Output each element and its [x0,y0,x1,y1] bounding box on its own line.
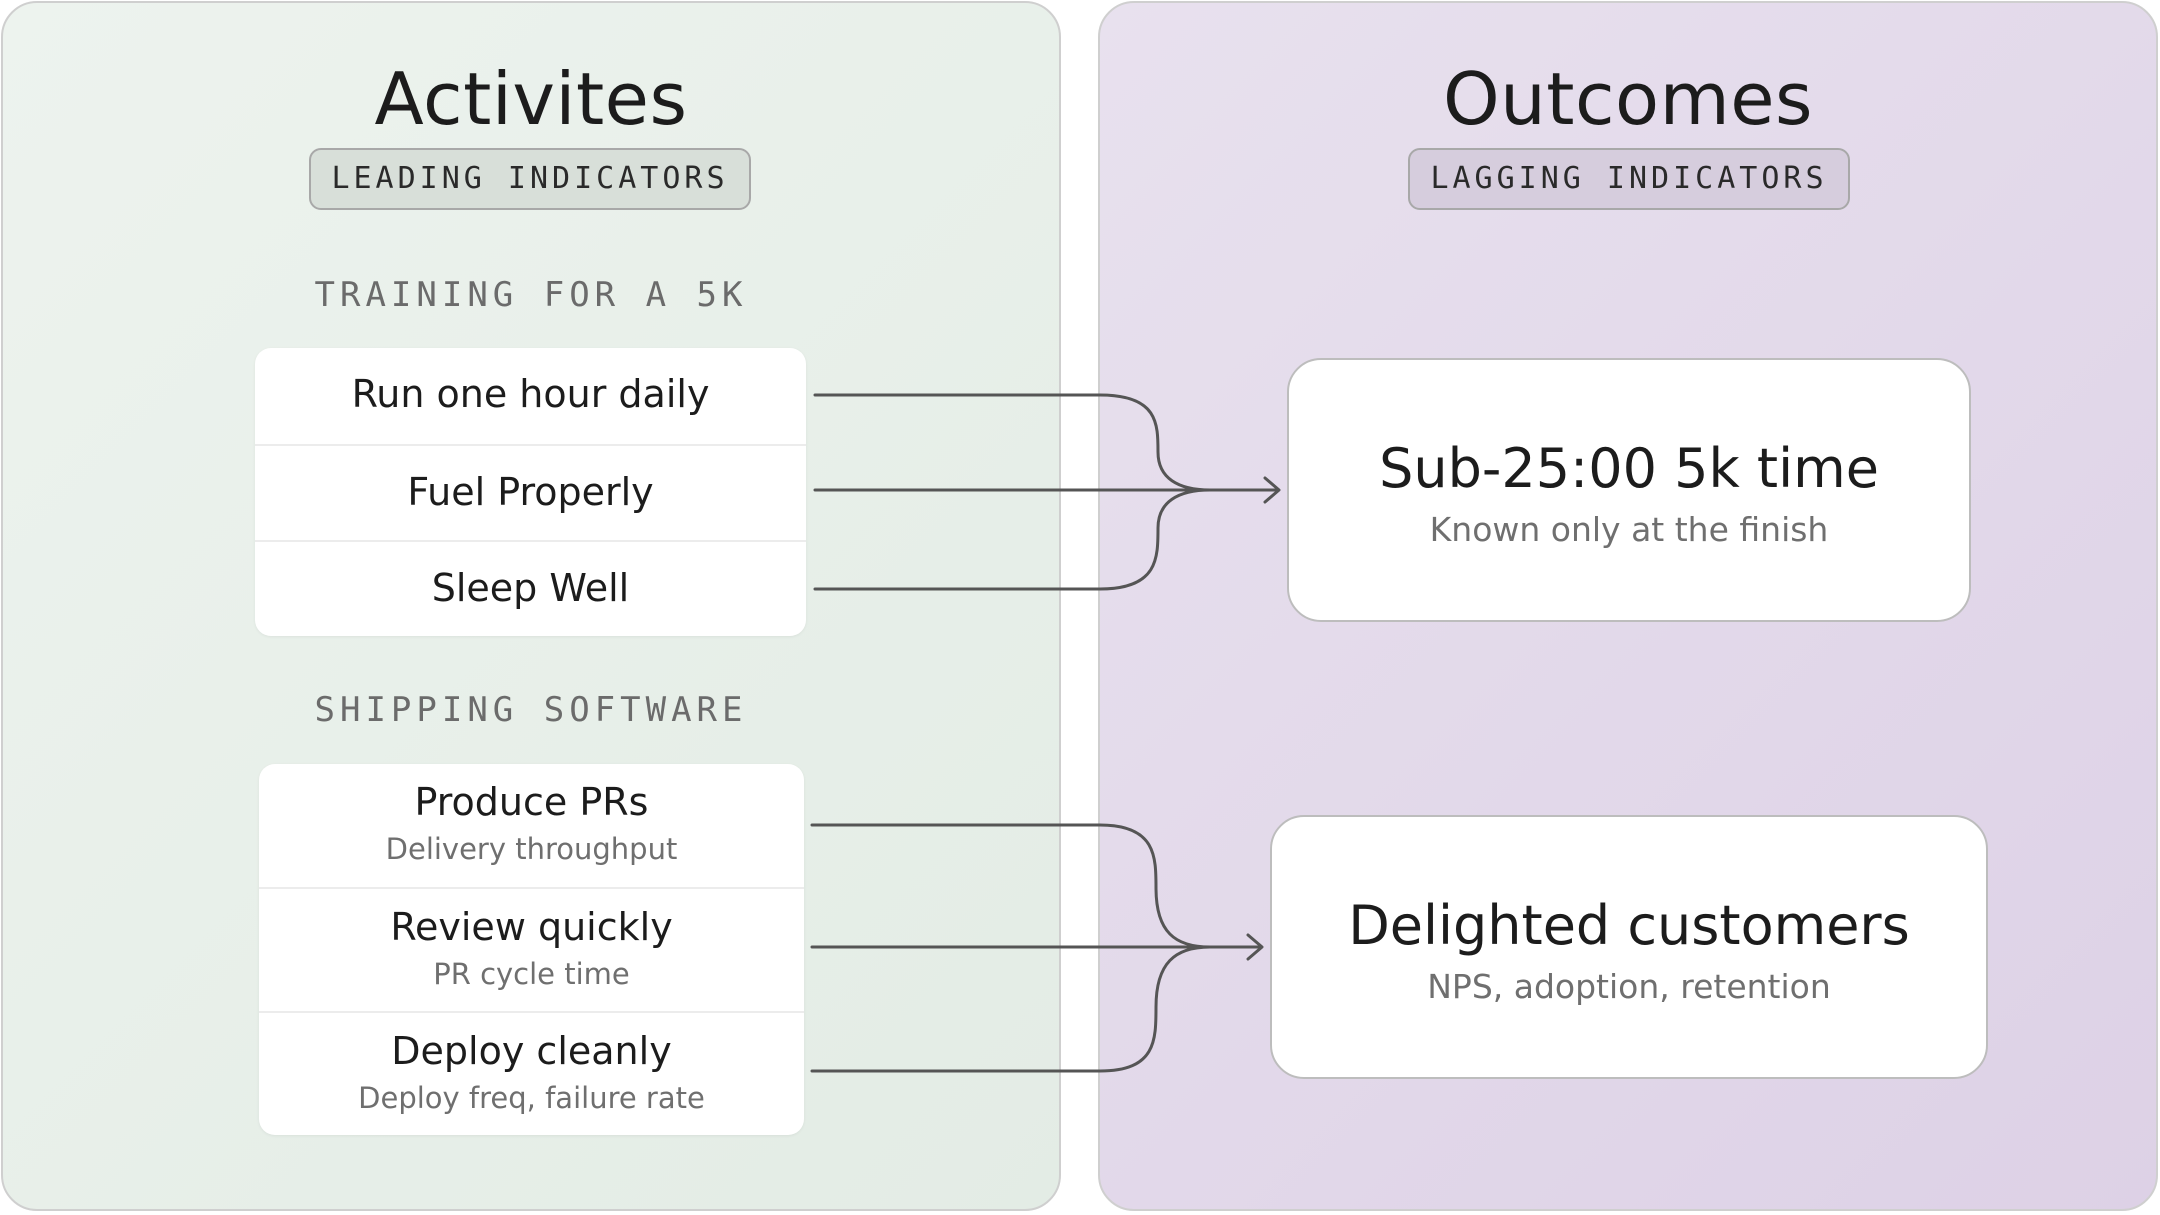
outcome-subtitle: Known only at the finish [1429,510,1829,549]
activity-title: Produce PRs [414,780,649,824]
activity-metric: PR cycle time [433,957,630,991]
outcome-subtitle: NPS, adoption, retention [1427,967,1831,1006]
activity-metric: Delivery throughput [385,832,678,866]
activities-title: Activites [374,57,688,141]
leading-indicators-badge: LEADING INDICATORS [309,148,751,210]
activity-title: Fuel Properly [407,470,654,514]
activity-title: Run one hour daily [351,372,710,416]
activity-item: Sleep Well [255,540,806,636]
activity-item: Fuel Properly [255,444,806,540]
outcome-card-race: Sub-25:00 5k time Known only at the fini… [1287,358,1971,622]
activity-item: Produce PRs Delivery throughput [259,764,804,887]
activity-title: Sleep Well [431,566,630,610]
shipping-activity-list: Produce PRs Delivery throughput Review q… [259,764,804,1135]
training-group-label: TRAINING FOR A 5K [314,275,748,315]
activity-title: Review quickly [390,905,673,949]
outcome-title: Delighted customers [1348,894,1910,957]
activity-item: Deploy cleanly Deploy freq, failure rate [259,1011,804,1135]
lagging-indicators-badge: LAGGING INDICATORS [1408,148,1850,210]
activity-item: Review quickly PR cycle time [259,887,804,1011]
shipping-group-label: SHIPPING SOFTWARE [314,690,748,730]
activity-title: Deploy cleanly [391,1029,672,1073]
activity-metric: Deploy freq, failure rate [358,1081,705,1115]
outcomes-title: Outcomes [1442,57,1814,141]
activity-item: Run one hour daily [255,348,806,444]
outcome-card-customers: Delighted customers NPS, adoption, reten… [1270,815,1988,1079]
outcome-title: Sub-25:00 5k time [1379,437,1879,500]
training-activity-list: Run one hour daily Fuel Properly Sleep W… [255,348,806,636]
